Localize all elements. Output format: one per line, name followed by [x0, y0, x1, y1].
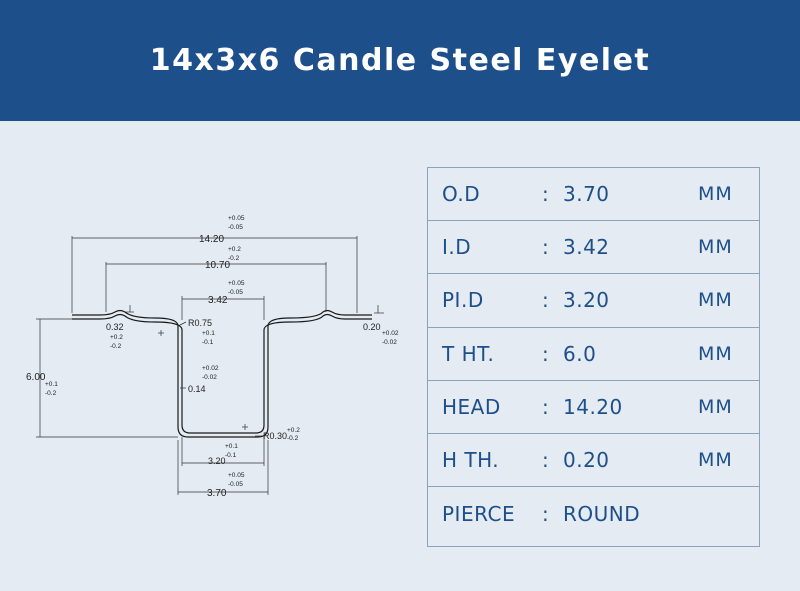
id-width-value: 3.42	[208, 295, 228, 306]
spec-row-head-thickness: H TH. : 0.20 MM	[428, 434, 759, 488]
spec-value: 14.20	[563, 394, 623, 419]
thickness-tol-minus: -0.02	[202, 374, 217, 381]
bottom-width-value: 3.20	[208, 456, 226, 466]
inner-span-value: 10.70	[205, 260, 230, 271]
spec-label: T HT.	[442, 341, 495, 366]
inner-span-tol-plus: +0.2	[228, 246, 241, 253]
eyelet-outline	[72, 309, 372, 438]
spec-label: HEAD	[442, 394, 501, 419]
thickness-value: 0.14	[188, 384, 206, 394]
spec-colon: :	[542, 394, 549, 419]
radius-bottom-tol-minus: -0.2	[287, 435, 299, 442]
rim-height-value: 0.32	[106, 322, 124, 332]
head-thickness-tol-minus: -0.02	[382, 339, 397, 346]
spec-row-pid: PI.D : 3.20 MM	[428, 274, 759, 328]
spec-row-total-height: T HT. : 6.0 MM	[428, 328, 759, 381]
rim-height-tol-plus: +0.2	[110, 334, 123, 341]
spec-label: H TH.	[442, 448, 500, 473]
spec-unit: MM	[698, 236, 733, 259]
spec-value: 0.20	[563, 448, 610, 473]
head-width-tol-minus: -0.05	[228, 224, 243, 231]
head-width-value: 14.20	[199, 234, 224, 245]
od-width-value: 3.70	[207, 488, 227, 499]
dimension-lines	[36, 236, 384, 495]
bottom-width-tol-plus: +0.1	[225, 443, 238, 450]
spec-row-head: HEAD : 14.20 MM	[428, 381, 759, 434]
id-width-tol-plus: +0.05	[228, 280, 245, 287]
spec-colon: :	[542, 182, 549, 207]
spec-value: 3.42	[563, 235, 610, 260]
spec-colon: :	[542, 501, 549, 526]
spec-unit: MM	[698, 395, 733, 418]
title-banner: 14x3x6 Candle Steel Eyelet	[0, 0, 800, 121]
radius-top-value: R0.75	[188, 318, 212, 328]
od-width-tol-plus: +0.05	[228, 472, 245, 479]
spec-table: O.D : 3.70 MM I.D : 3.42 MM PI.D : 3.20 …	[427, 167, 760, 547]
spec-label: PI.D	[442, 288, 484, 313]
total-height-tol-minus: -0.2	[45, 390, 57, 397]
radius-top-tol-plus: +0.1	[202, 330, 215, 337]
spec-unit: MM	[698, 183, 733, 206]
radius-top-tol-minus: -0.1	[202, 339, 214, 346]
spec-value: 3.20	[563, 288, 610, 313]
technical-drawing: 14.20 +0.05 -0.05 10.70 +0.2 -0.2 3.42 +…	[0, 121, 420, 591]
rim-height-tol-minus: -0.2	[110, 343, 122, 350]
spec-value: 6.0	[563, 341, 597, 366]
eyelet-inner-outline	[72, 313, 372, 434]
spec-colon: :	[542, 448, 549, 473]
dimension-labels: 14.20 +0.05 -0.05 10.70 +0.2 -0.2 3.42 +…	[26, 215, 399, 499]
spec-row-pierce: PIERCE : ROUND	[428, 487, 759, 540]
spec-row-od: O.D : 3.70 MM	[428, 168, 759, 222]
spec-value: ROUND	[563, 501, 641, 526]
spec-label: PIERCE	[442, 501, 516, 526]
spec-unit: MM	[698, 289, 733, 312]
head-thickness-value: 0.20	[363, 322, 381, 332]
spec-label: O.D	[442, 182, 481, 207]
total-height-tol-plus: +0.1	[45, 381, 58, 388]
page-title: 14x3x6 Candle Steel Eyelet	[149, 43, 651, 78]
spec-unit: MM	[698, 342, 733, 365]
total-height-value: 6.00	[26, 372, 46, 383]
spec-colon: :	[542, 288, 549, 313]
head-thickness-tol-plus: +0.02	[382, 330, 399, 337]
id-width-tol-minus: -0.05	[228, 289, 243, 296]
spec-unit: MM	[698, 449, 733, 472]
spec-row-id: I.D : 3.42 MM	[428, 221, 759, 275]
radius-bottom-tol-plus: +0.2	[287, 427, 300, 434]
bottom-width-tol-minus: -0.1	[225, 452, 237, 459]
radius-bottom-value: R0.30	[263, 431, 287, 441]
spec-colon: :	[542, 235, 549, 260]
thickness-tol-plus: +0.02	[202, 365, 219, 372]
spec-colon: :	[542, 341, 549, 366]
inner-span-tol-minus: -0.2	[228, 255, 240, 262]
spec-value: 3.70	[563, 182, 610, 207]
head-width-tol-plus: +0.05	[228, 215, 245, 222]
spec-label: I.D	[442, 235, 472, 260]
eyelet-cross-section-svg: 14.20 +0.05 -0.05 10.70 +0.2 -0.2 3.42 +…	[26, 215, 399, 499]
eyelet-profile	[72, 309, 372, 438]
od-width-tol-minus: -0.05	[228, 481, 243, 488]
